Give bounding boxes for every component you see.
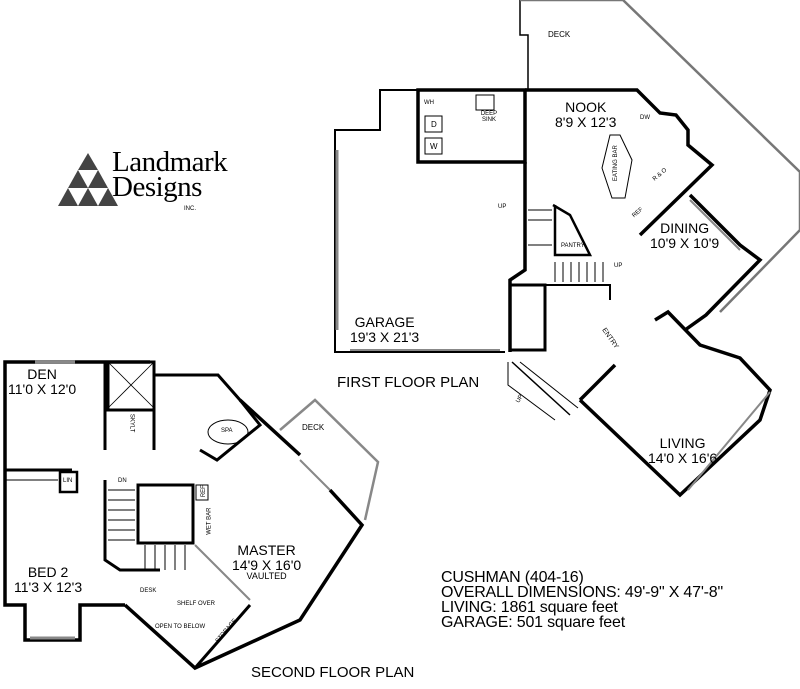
room-size: 14'9 X 16'0 — [232, 556, 302, 573]
second-floor-title: SECOND FLOOR PLAN — [251, 664, 415, 681]
room-name: DEN — [27, 366, 57, 382]
logo-line1: Landmark — [112, 146, 228, 178]
first-floor-title: FIRST FLOOR PLAN — [337, 374, 480, 391]
room-garage: GARAGE 19'3 X 21'3 — [350, 315, 419, 344]
room-size: 8'9 X 12'3 — [555, 113, 617, 130]
garage-area: GARAGE: 501 square feet — [441, 614, 625, 631]
plan-name: CUSHMAN (404-16) — [441, 569, 584, 586]
label-down: DN — [118, 478, 127, 484]
room-size: 10'9 X 10'9 — [650, 234, 720, 251]
label-up-stairs: UP — [614, 263, 623, 269]
label-deep-sink: DEEP SINK — [480, 111, 498, 124]
room-size: 19'3 X 21'3 — [350, 328, 420, 345]
room-note: VAULTED — [246, 571, 287, 582]
room-den: DEN 11'0 X 12'0 — [8, 367, 76, 396]
label-linen: LIN — [63, 478, 73, 484]
logo-mark — [58, 153, 118, 206]
room-name: DINING — [660, 220, 710, 236]
label-dryer: D — [431, 120, 437, 129]
label-washer: W — [430, 142, 438, 151]
label-desk: DESK — [140, 588, 157, 594]
label-deck: DECK — [548, 30, 571, 39]
room-master: MASTER 14'9 X 16'0 VAULTED — [232, 543, 301, 582]
overall-dimensions: OVERALL DIMENSIONS: 49'-9" X 47'-8" — [441, 584, 723, 601]
room-name: BED 2 — [27, 564, 69, 580]
label-up-garage: UP — [498, 204, 507, 210]
label-refrigerator-2: REF — [200, 485, 207, 498]
label-dishwasher: DW — [640, 115, 650, 121]
room-name: NOOK — [565, 99, 607, 115]
room-size: 14'0 X 16'6 — [648, 449, 718, 466]
logo-line2: Designs — [112, 171, 202, 203]
label-pantry: PANTRY — [561, 243, 585, 249]
label-deck-2: DECK — [302, 423, 325, 432]
logo-suffix: INC. — [184, 206, 196, 212]
first-floor-walls — [334, 0, 800, 498]
room-size: 11'3 X 12'3 — [14, 578, 83, 595]
label-skylight: SKYLT — [128, 413, 135, 433]
room-name: GARAGE — [354, 314, 415, 330]
plan-info: CUSHMAN (404-16) OVERALL DIMENSIONS: 49'… — [441, 569, 723, 631]
room-name: LIVING — [659, 435, 706, 451]
label-wet-bar: WET BAR — [206, 507, 213, 535]
label-spa: SPA — [221, 428, 233, 434]
room-living: LIVING 14'0 X 16'6 — [648, 436, 717, 465]
logo: Landmark Designs — [112, 146, 228, 203]
room-dining: DINING 10'9 X 10'9 — [650, 221, 719, 250]
label-water-heater: WH — [424, 100, 434, 106]
label-shelf-over: SHELF OVER — [177, 601, 216, 607]
room-size: 11'0 X 12'0 — [8, 380, 77, 397]
second-floor-walls — [3, 360, 380, 671]
room-name: MASTER — [237, 542, 296, 558]
room-nook: NOOK 8'9 X 12'3 — [555, 100, 616, 129]
label-eating-bar: EATING BAR — [612, 145, 619, 182]
living-area: LIVING: 1861 square feet — [441, 599, 618, 616]
label-open-to-below: OPEN TO BELOW — [155, 624, 206, 630]
room-bed-2: BED 2 11'3 X 12'3 — [14, 565, 82, 594]
